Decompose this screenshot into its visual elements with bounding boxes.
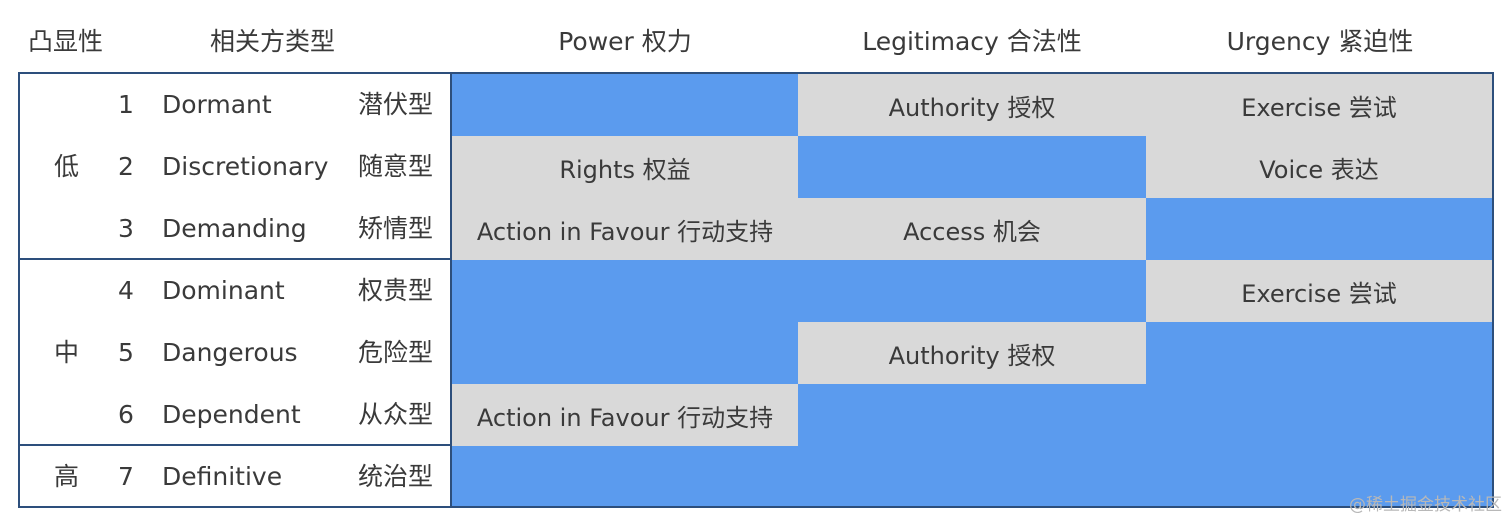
type-chinese: 矫情型 (358, 214, 434, 243)
cell-r3-power: Action in Favour 行动支持 (452, 198, 798, 260)
type-chinese: 随意型 (358, 152, 434, 181)
type-chinese: 危险型 (358, 338, 434, 367)
type-english: Dormant (162, 90, 272, 119)
row-number: 5 (118, 338, 134, 367)
type-english: Demanding (162, 214, 307, 243)
cell-r3-urgency (1146, 198, 1492, 260)
cell-r2-power: Rights 权益 (452, 136, 798, 198)
header-urgency: Urgency 紧迫性 (1226, 27, 1414, 56)
salience-group-medium: 中 (54, 338, 80, 367)
type-chinese: 统治型 (358, 462, 434, 491)
type-english: Dominant (162, 276, 285, 305)
row-number: 4 (118, 276, 134, 305)
type-english: Discretionary (162, 152, 329, 181)
group-divider (18, 444, 452, 446)
cell-r3-legitimacy: Access 机会 (798, 198, 1146, 260)
cell-r6-urgency (1146, 384, 1492, 446)
cell-r7-urgency (1146, 446, 1492, 506)
header-salience: 凸显性 (28, 27, 104, 56)
stakeholder-type-panel (18, 72, 452, 508)
salience-group-low: 低 (54, 152, 80, 181)
type-chinese: 从众型 (358, 400, 434, 429)
cell-r7-power (452, 446, 798, 506)
header-power: Power 权力 (558, 27, 692, 56)
type-chinese: 权贵型 (358, 276, 434, 305)
salience-group-high: 高 (54, 462, 80, 491)
cell-r4-legitimacy (798, 260, 1146, 322)
row-number: 6 (118, 400, 134, 429)
type-english: Dependent (162, 400, 301, 429)
cell-r1-legitimacy: Authority 授权 (798, 74, 1146, 136)
cell-r5-urgency (1146, 322, 1492, 384)
row-number: 1 (118, 90, 134, 119)
cell-r5-legitimacy: Authority 授权 (798, 322, 1146, 384)
row-number: 3 (118, 214, 134, 243)
cell-r6-legitimacy (798, 384, 1146, 446)
cell-r2-urgency: Voice 表达 (1146, 136, 1492, 198)
cell-r7-legitimacy (798, 446, 1146, 506)
cell-r5-power (452, 322, 798, 384)
row-number: 2 (118, 152, 134, 181)
type-english: Dangerous (162, 338, 298, 367)
cell-r1-urgency: Exercise 尝试 (1146, 74, 1492, 136)
watermark: @稀土掘金技术社区 (1349, 495, 1502, 515)
group-divider (18, 258, 452, 260)
cell-r4-urgency: Exercise 尝试 (1146, 260, 1492, 322)
row-number: 7 (118, 462, 134, 491)
header-stakeholder-type: 相关方类型 (210, 27, 336, 56)
type-english: Definitive (162, 462, 283, 491)
cell-r1-power (452, 74, 798, 136)
cell-r4-power (452, 260, 798, 322)
cell-r2-legitimacy (798, 136, 1146, 198)
cell-r6-power: Action in Favour 行动支持 (452, 384, 798, 446)
type-chinese: 潜伏型 (358, 90, 434, 119)
header-legitimacy: Legitimacy 合法性 (862, 27, 1082, 56)
